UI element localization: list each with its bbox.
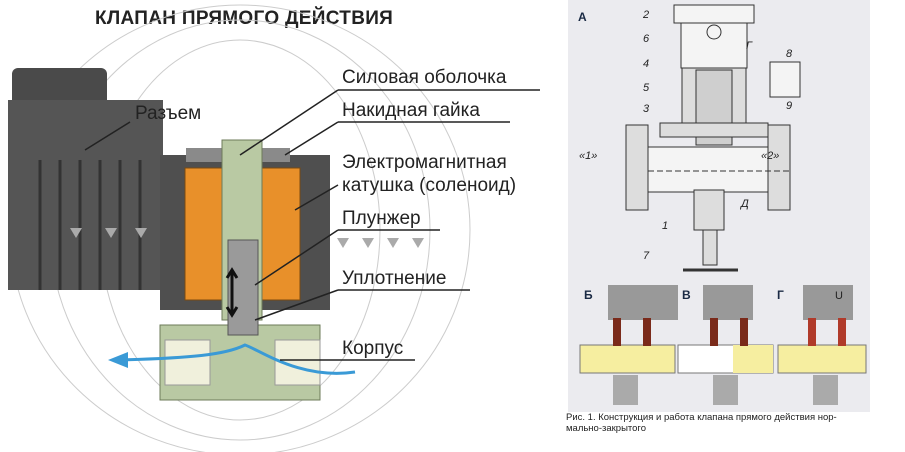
panel-b-label: Б bbox=[584, 288, 593, 302]
callout-d: Д bbox=[741, 198, 749, 210]
diagram-title: КЛАПАН ПРЯМОГО ДЕЙСТВИЯ bbox=[95, 8, 394, 29]
plunger-motion-arrow bbox=[225, 267, 239, 318]
flow-path bbox=[119, 343, 356, 375]
flow-arrow-icon bbox=[108, 352, 128, 368]
solenoid-valve-illustration bbox=[8, 4, 540, 452]
callout-6: 6 bbox=[643, 33, 650, 45]
technical-drawing bbox=[579, 4, 867, 405]
label-coil-line1: Электромагнитная bbox=[342, 152, 507, 173]
callout-4: 4 bbox=[643, 58, 650, 70]
inlet-port bbox=[164, 339, 211, 386]
callout-7: 7 bbox=[643, 250, 650, 262]
callout-3: 3 bbox=[643, 103, 650, 115]
panel-v-label: В bbox=[682, 288, 691, 302]
callout-1: 1 bbox=[662, 220, 669, 232]
field-arrows bbox=[70, 228, 424, 248]
figure-caption: Рис. 1. Конструкция и работа клапана пря… bbox=[566, 412, 876, 434]
callout-2: 2 bbox=[643, 9, 650, 21]
leader-lines bbox=[84, 89, 540, 361]
coil-left bbox=[184, 167, 226, 301]
detail-panels bbox=[579, 285, 867, 405]
callout-9: 9 bbox=[786, 100, 793, 112]
callout-5: 5 bbox=[643, 82, 650, 94]
label-connector: Разъем bbox=[135, 103, 202, 124]
label-plunger: Плунжер bbox=[342, 208, 421, 229]
panel-g-label: Г bbox=[777, 288, 784, 302]
callout-8: 8 bbox=[786, 48, 793, 60]
caption-line-2: мально-закрытого bbox=[566, 423, 646, 434]
caption-line-1: Рис. 1. Конструкция и работа клапана пря… bbox=[566, 412, 837, 423]
section-view-a bbox=[625, 4, 801, 272]
label-body: Корпус bbox=[342, 338, 404, 359]
label-coil-line2: катушка (соленоид) bbox=[342, 175, 517, 196]
port-in-label: «1» bbox=[579, 150, 598, 162]
label-union-nut: Накидная гайка bbox=[342, 100, 480, 121]
label-power-shell: Силовая оболочка bbox=[342, 67, 507, 88]
panel-a-label: А bbox=[578, 10, 587, 24]
callout-g: Г bbox=[746, 40, 752, 52]
label-seal: Уплотнение bbox=[342, 268, 447, 289]
voltage-label: U bbox=[835, 290, 843, 302]
port-out-label: «2» bbox=[761, 150, 780, 162]
connector bbox=[8, 68, 163, 290]
coil-right bbox=[257, 167, 301, 301]
